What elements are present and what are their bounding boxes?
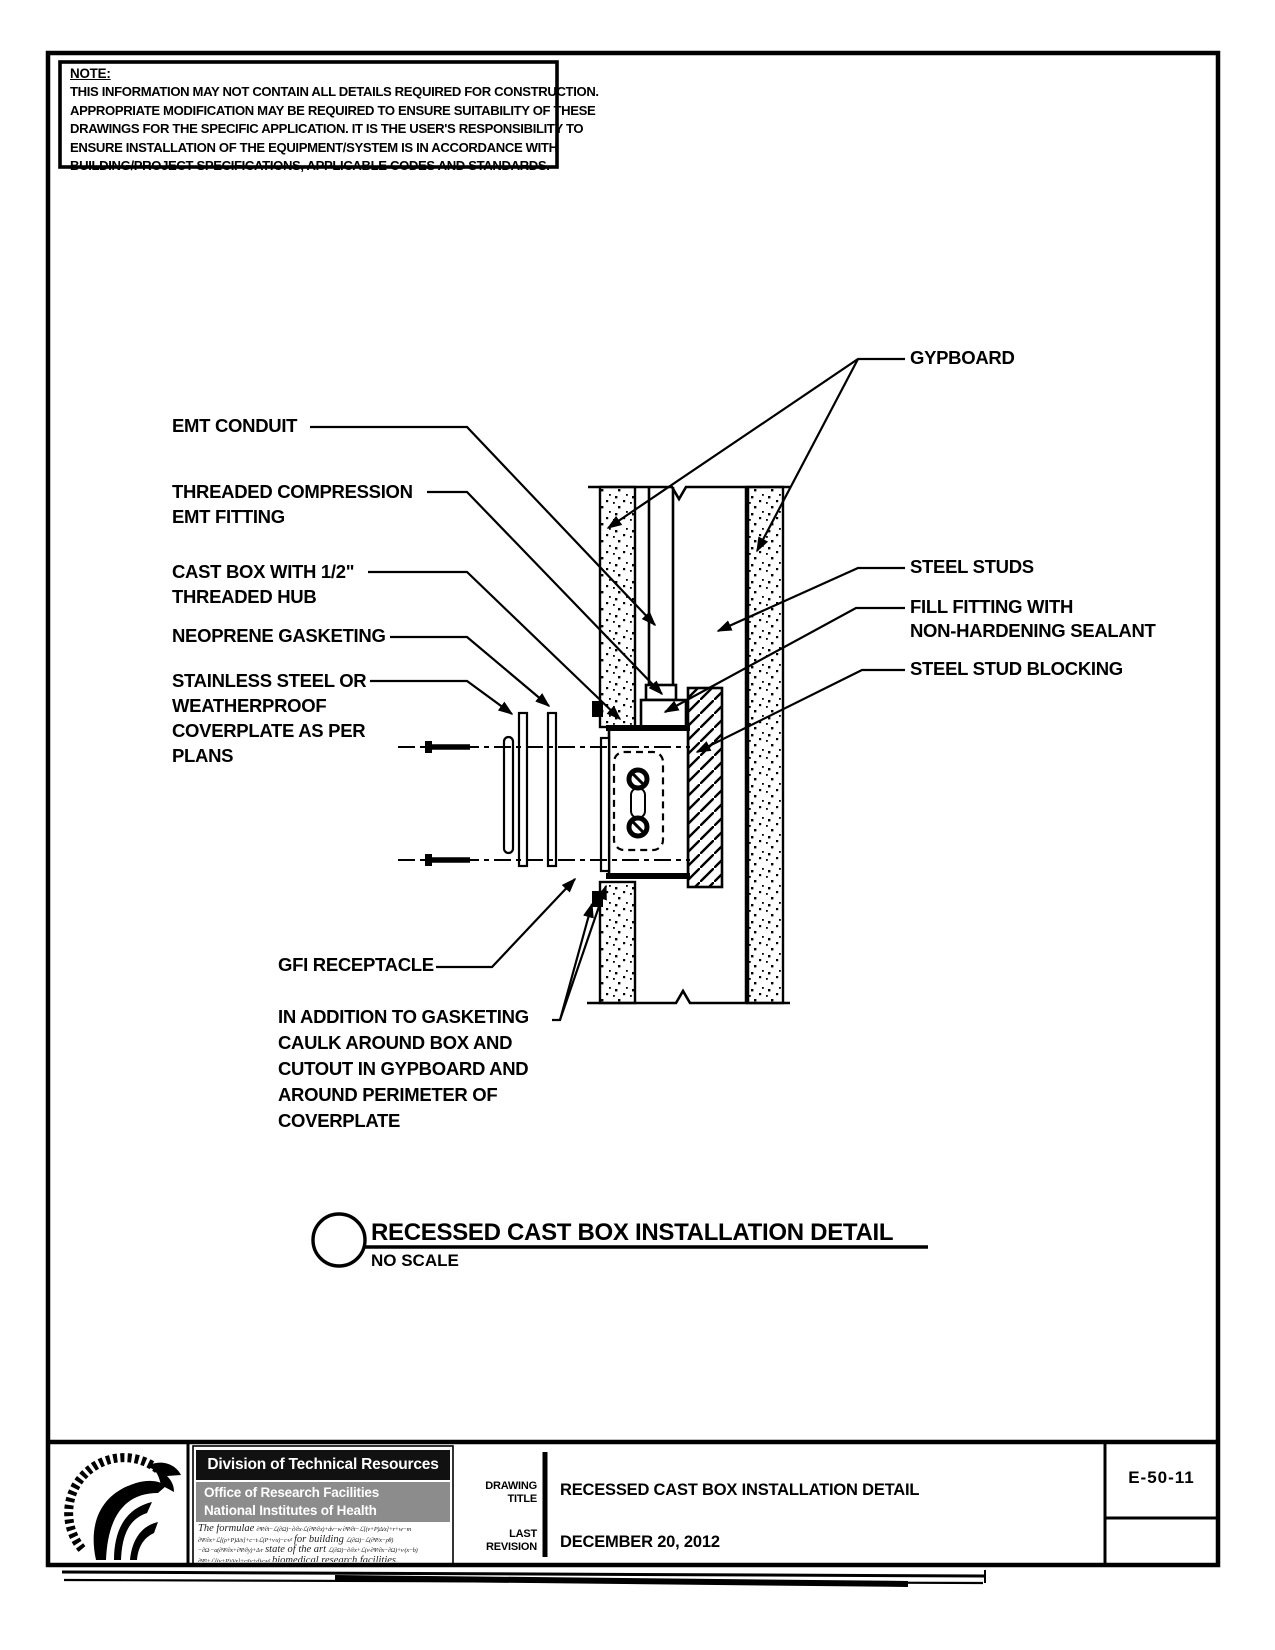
label-steel-stud-blocking: STEEL STUD BLOCKING [910, 658, 1123, 679]
formula-word: The formulae [198, 1524, 255, 1534]
wall-bottom-edge [587, 988, 790, 1005]
formula-word: for building [293, 1533, 344, 1545]
label-fill-fitting: NON-HARDENING SEALANT [910, 620, 1156, 641]
hhs-logo-text-ring [64, 1453, 170, 1552]
cast-box [606, 725, 690, 879]
label-coverplate: PLANS [172, 745, 234, 766]
note-line: APPROPRIATE MODIFICATION MAY BE REQUIRED… [70, 102, 596, 118]
label-caulk-note: COVERPLATE [278, 1110, 401, 1131]
title-block-grid [48, 1439, 1218, 1565]
note-box: NOTE: THIS INFORMATION MAY NOT CONTAIN A… [70, 66, 599, 176]
label-cast-box: CAST BOX WITH 1/2" [172, 561, 355, 582]
label-steel-studs: STEEL STUDS [910, 556, 1034, 577]
formula-math: ∂Ψ²+ℒ[(v+P)Δ/x]+c/(y+d)·c·v² [198, 1557, 270, 1562]
label-coverplate: WEATHERPROOF [172, 695, 327, 716]
note-title: NOTE: [70, 66, 111, 81]
coverplate-screw-top [425, 741, 470, 753]
label-caulk-note: CUTOUT IN GYPBOARD AND [278, 1058, 529, 1079]
leader-cast-box [368, 570, 622, 721]
formula-line: The formulae ∂Ψ/∂t−ℒ(∂Ω)−∂/∂x·ℒ(∂Ψ/∂x)+d… [198, 1524, 450, 1535]
label-cast-box: THREADED HUB [172, 586, 317, 607]
emt-conduit [647, 487, 675, 685]
hhs-logo [64, 1453, 181, 1560]
wall-section [398, 485, 790, 1005]
gasket-block-top [592, 701, 603, 717]
leader-neoprene [390, 635, 551, 707]
formula-math: ℒ(∂Ω)−ℒ(∂Ψ/x−ρθ) [345, 1536, 394, 1544]
label-fill-fitting: FILL FITTING WITH [910, 596, 1074, 617]
leader-coverplate [370, 679, 514, 715]
label-caulk-note: IN ADDITION TO GASKETING [278, 1006, 529, 1027]
formula-math: ℒ(∂Ω)−∂/∂x+ℒ(v·∂Ψ/∂x−∂Ω)+v·(x−b) [328, 1547, 418, 1555]
leader-gfi [436, 877, 577, 969]
detail-title: RECESSED CAST BOX INSTALLATION DETAIL [371, 1219, 894, 1246]
formula-math: ∂Ψ/∂t−ℒ(∂Ω)−∂/∂x·ℒ(∂Ψ/∂x)+dv−w ∂Ψ/∂t−ℒ[(… [256, 1526, 411, 1533]
formula-word: state of the art [265, 1544, 327, 1556]
last-revision-label: LAST REVISION [486, 1528, 537, 1553]
title-block-office: Office of Research Facilities National I… [196, 1482, 450, 1522]
title-block-drawing-title: RECESSED CAST BOX INSTALLATION DETAIL [560, 1481, 920, 1499]
label-coverplate: STAINLESS STEEL OR [172, 670, 367, 691]
note-line: BUILDING/PROJECT SPECIFICATIONS, APPLICA… [70, 158, 550, 173]
leader-threaded-fitting [427, 490, 664, 696]
wall-top-edge [588, 485, 790, 502]
label-caulk-note: CAULK AROUND BOX AND [278, 1032, 513, 1053]
leader-emt-conduit [310, 425, 657, 627]
leader-gypboard-2 [756, 358, 859, 553]
scan-artifact-lines [61, 1570, 986, 1587]
formula-math: ∂Ψ/∂x+ℒ[(ρ+P)Δ/x]+c−t·ℒ(P+v·x)−c·v² [198, 1536, 292, 1544]
leader-steel-studs [716, 566, 905, 633]
leader-caulk-1 [552, 902, 594, 1022]
title-block-division: Division of Technical Resources [196, 1450, 450, 1480]
label-threaded-fitting: THREADED COMPRESSION [172, 481, 413, 502]
steel-stud-blocking [686, 686, 724, 889]
leader-fill-fitting [663, 606, 905, 713]
note-line: THIS INFORMATION MAY NOT CONTAIN ALL DET… [70, 84, 599, 99]
formula-word: biomedical research facilities. [271, 1554, 399, 1562]
note-line: DRAWINGS FOR THE SPECIFIC APPLICATION. I… [70, 121, 584, 136]
page-border [45, 50, 1221, 1568]
box-flange [599, 736, 611, 873]
leader-lines [310, 357, 905, 1022]
note-box-border [58, 60, 559, 169]
label-coverplate: COVERPLATE AS PER [172, 720, 366, 741]
sheet-number: E-50-11 [1128, 1468, 1195, 1487]
label-emt-conduit: EMT CONDUIT [172, 415, 298, 436]
title-block-last-revision: DECEMBER 20, 2012 [560, 1533, 720, 1551]
detail-title-mark [311, 1212, 928, 1268]
label-threaded-fitting: EMT FITTING [172, 506, 285, 527]
gypboard-right [744, 485, 785, 1005]
hhs-eagle [93, 1462, 181, 1560]
leader-caulk-2 [558, 884, 608, 1021]
coverplate-screw-bottom [425, 854, 470, 866]
drawing-title-label: DRAWING TITLE [485, 1480, 537, 1505]
institute-line: National Institutes of Health [204, 1503, 377, 1518]
formula-line: ∂Ψ/∂x+ℒ[(ρ+P)Δ/x]+c−t·ℒ(P+v·x)−c·v² for … [198, 1533, 450, 1546]
formula-line: −∂Ω·−α(∂Ψ/∂x+∂Ψ/∂y)+Δ·r state of the art… [198, 1544, 450, 1556]
detail-scale: NO SCALE [371, 1251, 459, 1270]
formula-line: ∂Ψ²+ℒ[(v+P)Δ/x]+c/(y+d)·c·v² biomedical … [198, 1554, 450, 1562]
coverplate-assembly [502, 711, 558, 868]
label-neoprene-gasketing: NEOPRENE GASKETING [172, 625, 386, 646]
label-caulk-note: AROUND PERIMETER OF [278, 1084, 498, 1105]
formula-math: −∂Ω·−α(∂Ψ/∂x+∂Ψ/∂y)+Δ·r [198, 1547, 263, 1555]
label-gypboard: GYPBOARD [910, 347, 1015, 368]
gfi-receptacle-outline [612, 750, 665, 852]
office-line: Office of Research Facilities [204, 1485, 380, 1500]
note-line: ENSURE INSTALLATION OF THE EQUIPMENT/SYS… [70, 139, 558, 155]
title-block-formulae: The formulae ∂Ψ/∂t−ℒ(∂Ω)−∂/∂x·ℒ(∂Ψ/∂x)+d… [198, 1524, 450, 1562]
leader-blocking [695, 668, 905, 753]
label-gfi-receptacle: GFI RECEPTACLE [278, 954, 434, 975]
detail-bubble [311, 1212, 367, 1268]
coverplate-face [502, 735, 515, 855]
receptacle-screws [626, 767, 650, 839]
